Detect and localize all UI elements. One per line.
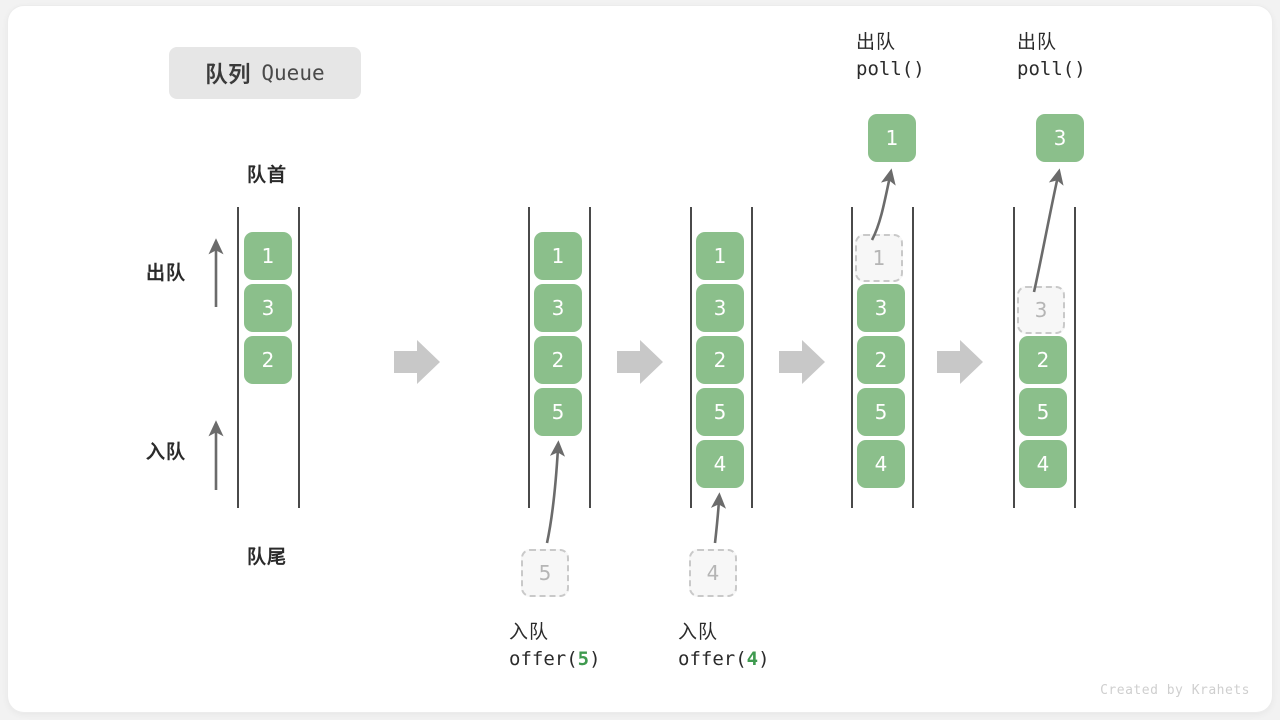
queue-item: 4 <box>1019 440 1067 488</box>
op-label-code: offer(4) <box>678 648 770 671</box>
queue-item: 2 <box>857 336 905 384</box>
queue-item-ghost: 1 <box>855 234 903 282</box>
op-label-cn: 入队 <box>678 622 719 643</box>
op-label-cn: 出队 <box>1017 32 1058 53</box>
dequeue-side-label: 出队 <box>146 263 187 284</box>
op-label-code: poll() <box>1017 58 1086 81</box>
op-label-cn: 出队 <box>856 32 897 53</box>
rail-right-col3 <box>751 207 753 508</box>
queue-item: 2 <box>696 336 744 384</box>
queue-item: 1 <box>534 232 582 280</box>
queue-item: 2 <box>534 336 582 384</box>
popped-item: 3 <box>1036 114 1084 162</box>
queue-item: 2 <box>1019 336 1067 384</box>
rail-right-col5 <box>1074 207 1076 508</box>
queue-item: 1 <box>244 232 292 280</box>
queue-item: 5 <box>1019 388 1067 436</box>
rail-right-col4 <box>912 207 914 508</box>
popped-item: 1 <box>868 114 916 162</box>
queue-item: 5 <box>534 388 582 436</box>
enqueue-side-label: 入队 <box>146 442 187 463</box>
queue-item: 3 <box>857 284 905 332</box>
rail-right-col2 <box>589 207 591 508</box>
queue-item: 3 <box>534 284 582 332</box>
queue-item: 5 <box>857 388 905 436</box>
credit-text: Created by Krahets <box>1100 683 1250 698</box>
front-label: 队首 <box>246 165 287 186</box>
rear-label: 队尾 <box>246 547 287 568</box>
op-label-poll-3: 出队 poll() <box>1017 30 1086 82</box>
queue-item: 4 <box>857 440 905 488</box>
queue-item: 2 <box>244 336 292 384</box>
queue-item: 3 <box>244 284 292 332</box>
pending-item-ghost: 5 <box>521 549 569 597</box>
op-label-offer-4: 入队 offer(4) <box>678 620 770 672</box>
rail-left-col5 <box>1013 207 1015 508</box>
title-badge: 队列 Queue <box>169 47 361 99</box>
title-english: Queue <box>261 61 325 85</box>
rail-left-col2 <box>528 207 530 508</box>
rail-left-col4 <box>851 207 853 508</box>
rail-left-col1 <box>237 207 239 508</box>
rail-right-col1 <box>298 207 300 508</box>
queue-item: 4 <box>696 440 744 488</box>
title-chinese: 队列 <box>205 62 252 87</box>
rail-left-col3 <box>690 207 692 508</box>
diagram-card <box>8 6 1272 712</box>
pending-item-ghost: 4 <box>689 549 737 597</box>
queue-item: 5 <box>696 388 744 436</box>
queue-item-ghost: 3 <box>1017 286 1065 334</box>
op-label-code: poll() <box>856 58 925 81</box>
op-label-poll-1: 出队 poll() <box>856 30 925 82</box>
queue-item: 3 <box>696 284 744 332</box>
queue-item: 1 <box>696 232 744 280</box>
op-label-offer-5: 入队 offer(5) <box>509 620 601 672</box>
op-label-cn: 入队 <box>509 622 550 643</box>
op-label-code: offer(5) <box>509 648 601 671</box>
